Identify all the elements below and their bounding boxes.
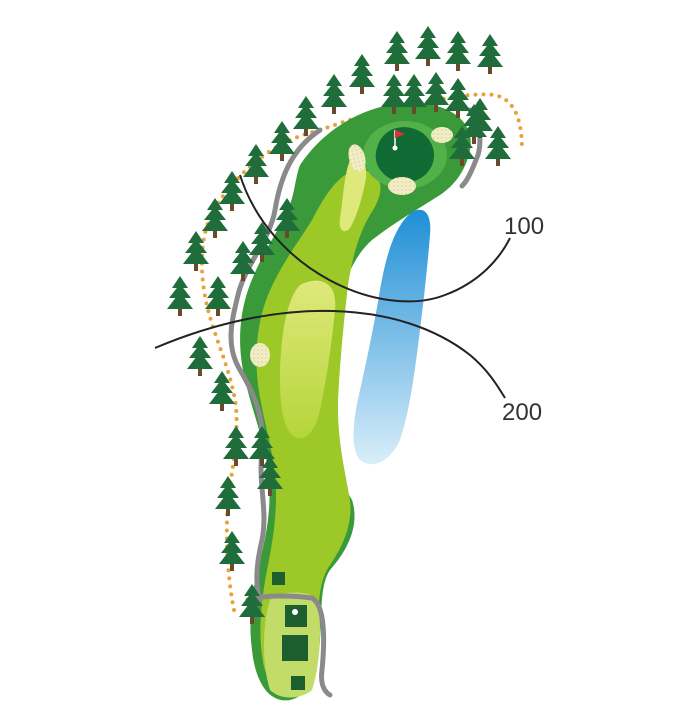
tee-marker-icon [272, 572, 285, 585]
pine-tree-icon [167, 276, 193, 316]
pine-tree-icon [269, 121, 295, 161]
pine-tree-icon [321, 74, 347, 114]
pine-tree-icon [445, 31, 471, 71]
pine-tree-icon [219, 171, 245, 211]
pine-tree-icon [183, 231, 209, 271]
pine-tree-icon [215, 476, 241, 516]
pine-tree-icon [219, 531, 245, 571]
fairway [256, 170, 381, 696]
flag-icon [392, 130, 405, 151]
distance-label-200: 200 [502, 399, 542, 426]
tee-marker-icon [285, 605, 307, 627]
pine-tree-icon [187, 336, 213, 376]
water-hazard [353, 209, 431, 465]
pine-tree-icon [230, 241, 256, 281]
pine-tree-icon [401, 74, 427, 114]
pine-tree-icon [423, 72, 449, 112]
landing-zone-upper [339, 158, 367, 232]
pine-tree-icon [384, 31, 410, 71]
cart-path-left [228, 127, 323, 603]
pine-tree-icon [243, 144, 269, 184]
pine-tree-icon [249, 222, 275, 262]
pine-tree-icon [205, 276, 231, 316]
pine-tree-icon [349, 54, 375, 94]
pine-tree-icon [445, 78, 471, 118]
landing-zone-lower [280, 280, 336, 439]
distance-line-200 [154, 309, 506, 399]
bunker-fairway-left [250, 343, 270, 367]
pine-tree-icon [257, 456, 283, 496]
putting-green [375, 127, 435, 183]
pine-tree-icon [249, 426, 275, 466]
tee-ball [292, 609, 298, 615]
pine-tree-icon [209, 371, 235, 411]
pine-tree-icon [274, 198, 300, 238]
pine-tree-icon [239, 584, 265, 624]
pine-tree-icon [477, 34, 503, 74]
pine-tree-icon [202, 198, 228, 238]
pine-tree-icon [415, 26, 441, 66]
bunker-green-right [431, 127, 453, 143]
distance-label-100: 100 [504, 213, 544, 240]
distance-line-100 [239, 174, 511, 303]
tee-marker-icon [291, 676, 305, 690]
pine-tree-icon [293, 96, 319, 136]
bunker-green-left [348, 144, 366, 172]
bunker-green-front [388, 177, 416, 195]
tree-line [167, 26, 511, 624]
pine-tree-icon [381, 74, 407, 114]
cart-path-tee [245, 593, 333, 698]
pine-tree-icon [223, 426, 249, 466]
tee-marker-icon [282, 635, 308, 661]
pine-tree-icon [461, 104, 487, 144]
pine-tree-icon [485, 126, 511, 166]
